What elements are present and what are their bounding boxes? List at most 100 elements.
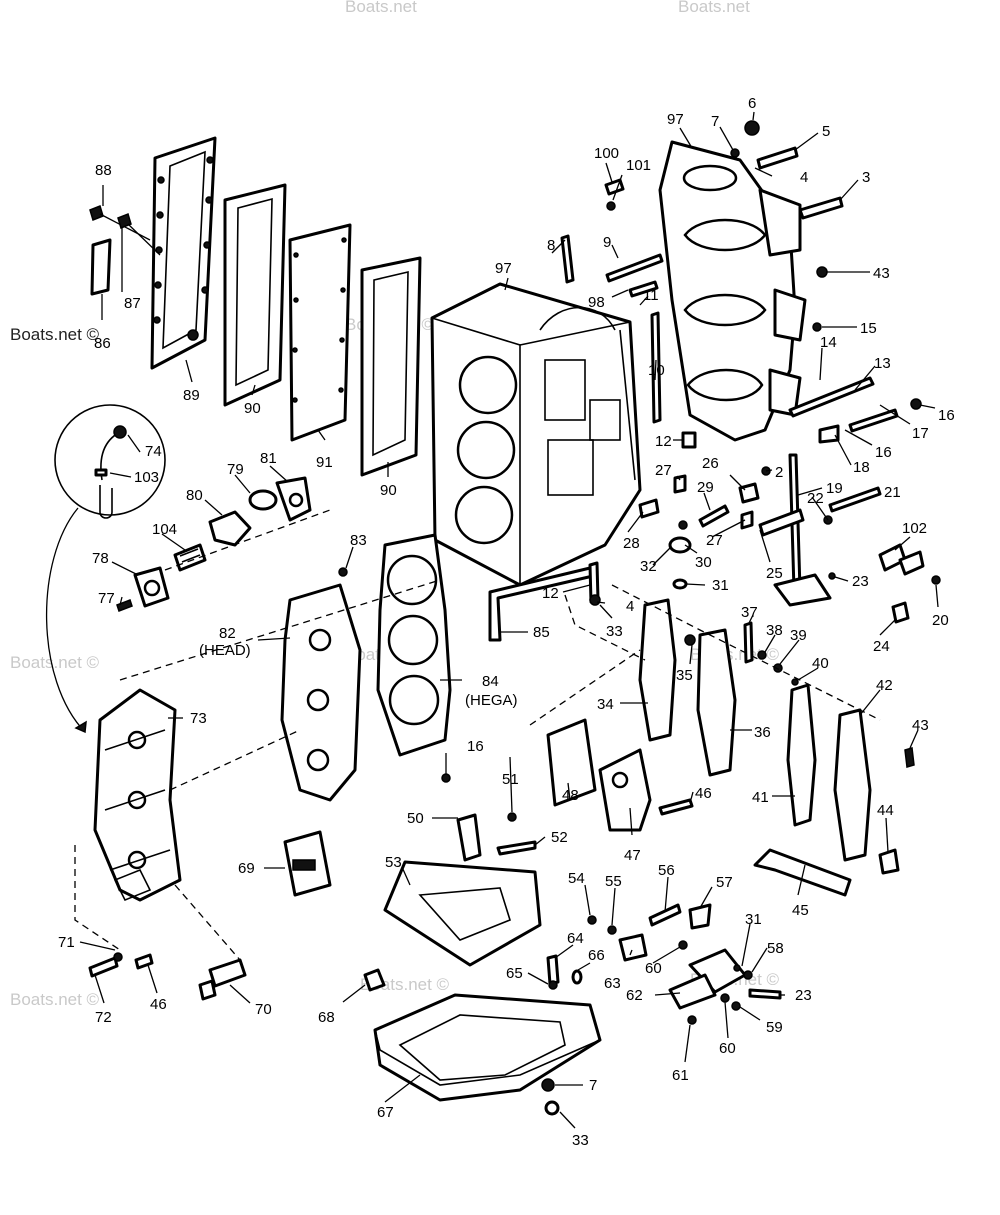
callout-label: 31 [712,577,729,594]
clip [681,431,697,449]
callout-label: 68 [318,1009,335,1026]
callout-label: 84 [482,673,499,690]
head-cover-group [45,507,441,1001]
washer [773,663,783,673]
crankcase-cover [658,140,807,442]
stud [848,408,899,433]
callout-label: 38 [766,622,783,639]
stud [756,146,799,170]
washer [113,952,123,962]
exhaust-cover-group [89,136,422,477]
washer [791,678,799,686]
bracket [688,903,712,930]
adapter-gasket [383,860,542,967]
callout-label: 20 [932,612,949,629]
pin [740,510,754,530]
lever [618,933,648,962]
callout-label: 47 [624,847,641,864]
spring [571,969,583,985]
callout-label: 53 [385,854,402,871]
small-parts-group [546,903,782,1025]
callout-label: 8 [547,237,555,254]
callout-label: 2 [775,464,783,481]
watermark: Boats.net [678,0,750,16]
callout-label: 37 [741,604,758,621]
callout-label: 12 [542,585,559,602]
callout-label: 14 [820,334,837,351]
screw [587,915,597,925]
screw [812,322,822,332]
callout-label: 45 [792,902,809,919]
callout-label: 71 [58,934,75,951]
lever [668,973,717,1010]
linkage-group [638,453,941,624]
callout-label: 50 [407,810,424,827]
plug [338,567,348,577]
callout-label: 61 [672,1067,689,1084]
arm [773,573,832,607]
nut [731,1001,741,1011]
stud [788,376,875,418]
callout-label: 103 [134,469,159,486]
fitting [828,572,836,580]
exhaust-manifold-plate [786,683,817,827]
bolt [134,953,154,970]
stud [698,504,730,528]
callout-label: 4 [626,598,634,615]
callout-label: 18 [853,459,870,476]
callout-label: 30 [695,554,712,571]
hose [753,848,852,897]
watermark: Boats.net © [10,990,100,1009]
washer [687,1015,697,1025]
bracket [638,498,660,519]
washer [730,148,740,158]
stud [605,253,664,283]
plug [684,634,696,646]
callout-label: 85 [533,624,550,641]
callout-label: 46 [695,785,712,802]
callout-label: 3 [862,169,870,186]
callout-label: 4 [800,169,808,186]
screw [604,178,625,196]
transfer-cover-group [529,584,915,862]
callout-label: 15 [860,320,877,337]
callout-label: 81 [260,450,277,467]
watermark: Boats.net [345,0,417,16]
callout-label: 6 [748,95,756,112]
callout-label: 7 [711,113,719,130]
callout-label: 33 [572,1132,589,1149]
callout-label: 24 [873,638,890,655]
callout-label: 16 [938,407,955,424]
mount-bracket [598,748,652,832]
callout-label: 67 [377,1104,394,1121]
callout-label: 36 [754,724,771,741]
pin [546,954,560,986]
callout-label: 55 [605,873,622,890]
bolt [496,840,537,856]
clip [738,482,760,504]
callout-label: 90 [380,482,397,499]
mount-plate [546,718,597,807]
callout-label: 34 [597,696,614,713]
callout-label: 88 [95,162,112,179]
callout-label: (HEAD) [199,642,251,659]
callout-label: 9 [603,234,611,251]
bolt [828,486,882,513]
washer [757,650,767,660]
callout-label: 31 [745,911,762,928]
callout-label: 23 [795,987,812,1004]
dowel-pin [560,234,575,284]
nut [744,120,760,136]
callout-label: 64 [567,930,584,947]
screw [816,266,828,278]
callout-label: 69 [238,860,255,877]
callout-label: 83 [350,532,367,549]
callout-label: 74 [145,443,162,460]
nut [678,940,688,950]
callout-label: 63 [604,975,621,992]
transfer-port-cover [638,598,677,742]
spark-plug [208,958,247,988]
detail-circle [54,404,166,516]
bolt [798,196,844,220]
